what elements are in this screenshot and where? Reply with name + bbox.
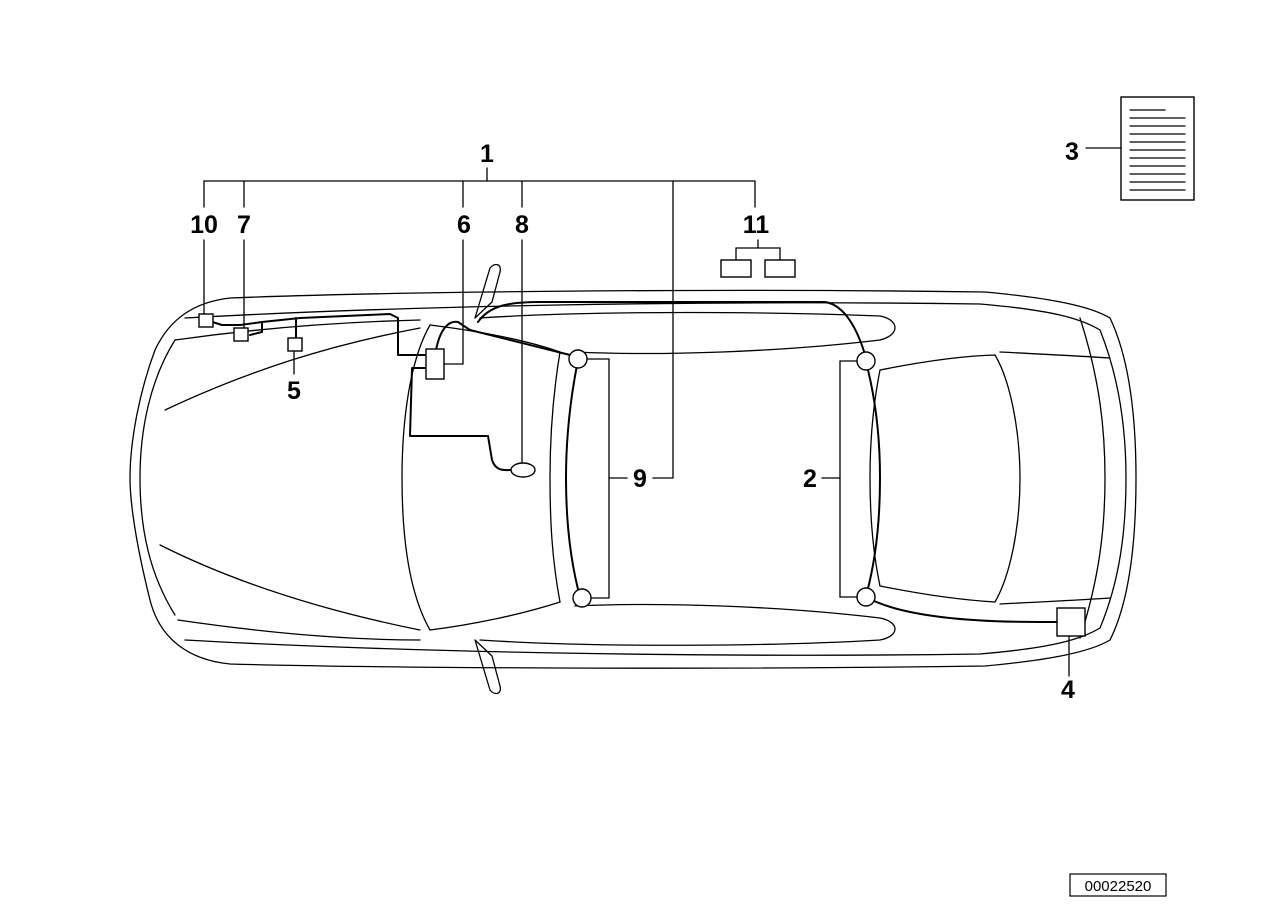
label-6: 6 [457,211,471,239]
image-id-text: 00022520 [1085,878,1152,895]
leader-lines [203,147,1122,677]
label-9: 9 [633,465,647,493]
component-10 [198,313,214,328]
wiring-harness [205,301,1059,623]
label-8: 8 [515,211,529,239]
label-4: 4 [1061,676,1075,704]
door-contact-front-bottom [572,588,592,608]
door-contact-front-top [568,349,588,369]
document-icon [1120,96,1195,201]
components [198,259,1086,637]
component-11a [720,259,752,278]
door-contact-rear-bottom [856,587,876,607]
label-7: 7 [237,211,251,239]
label-10: 10 [190,211,218,239]
label-3: 3 [1065,138,1079,166]
component-5 [287,337,303,352]
image-id-box: 00022520 [1069,873,1167,897]
component-11b [764,259,796,278]
component-8 [510,462,536,478]
label-11: 11 [743,211,770,239]
door-contact-rear-top [856,351,876,371]
callout-labels: 1 10 7 6 8 11 3 5 9 2 4 [190,138,1079,704]
label-1: 1 [480,140,494,168]
label-2: 2 [803,465,817,493]
component-7 [233,327,249,342]
car-body-outline [129,263,1137,695]
component-4 [1056,607,1086,637]
label-5: 5 [287,377,301,405]
component-6 [425,348,445,380]
